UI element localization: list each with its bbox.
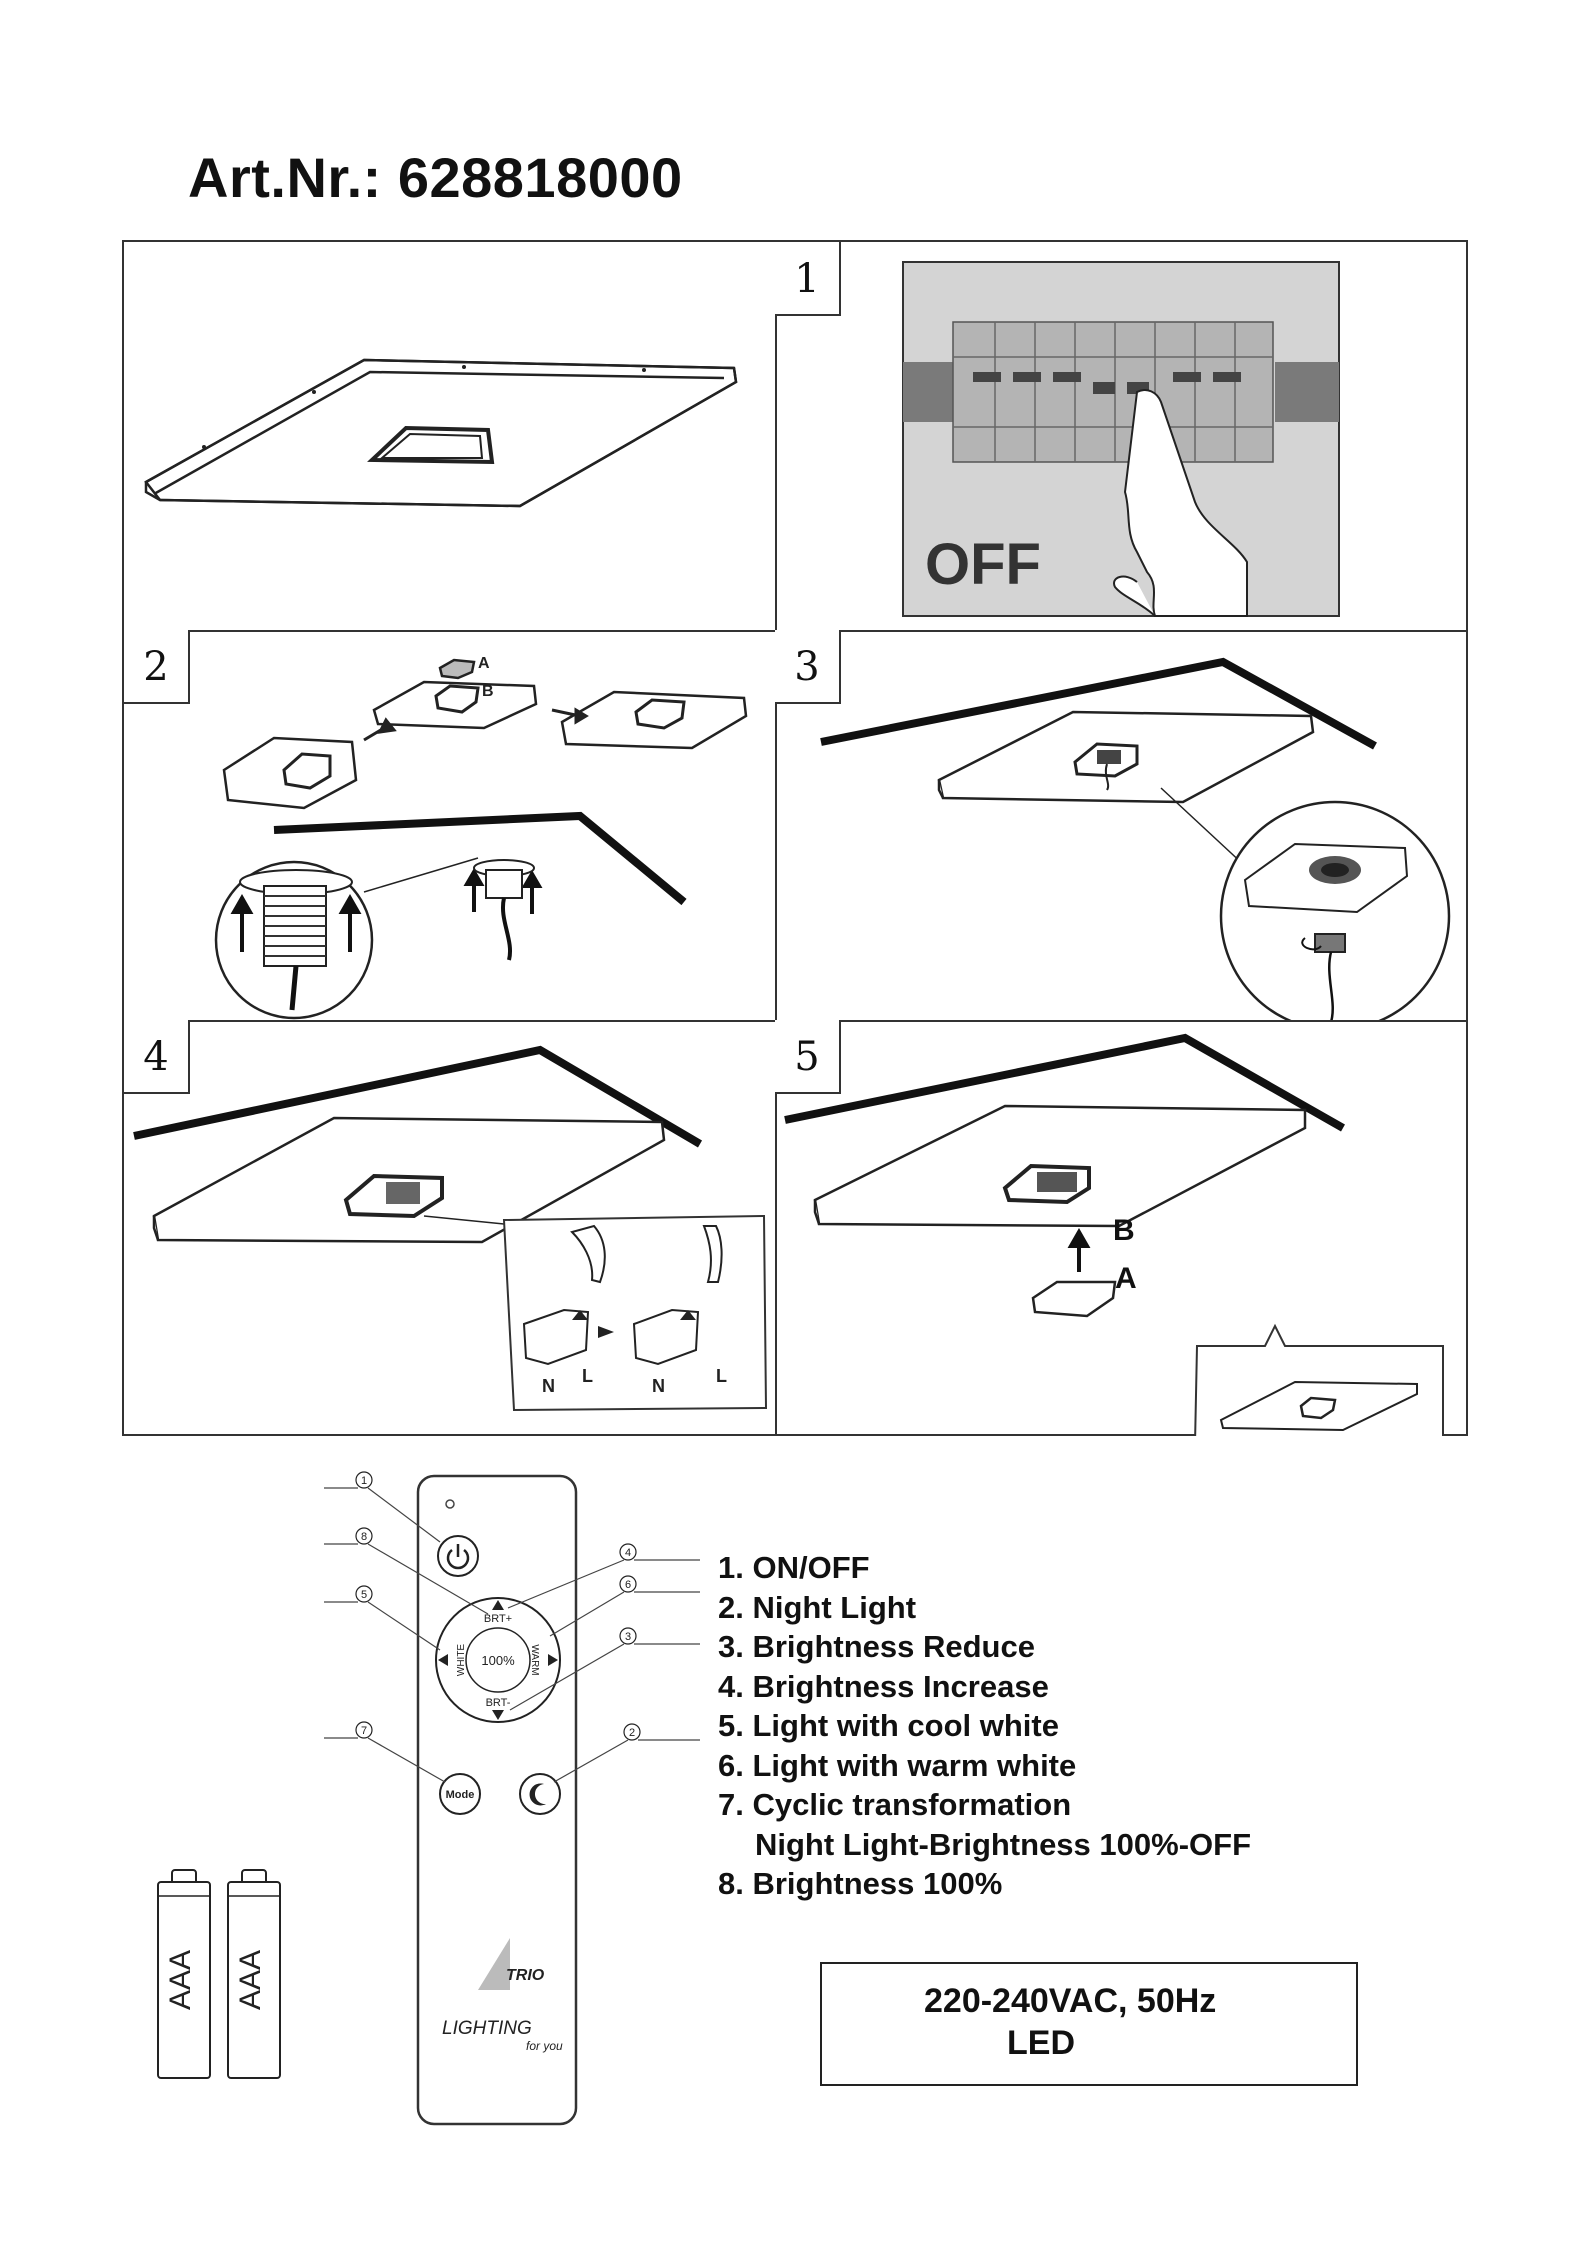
step-4-drawing: N L N L [133,1045,768,1412]
legend-item: 7. Cyclic transformation [718,1787,1072,1822]
trio-logo: TRIO LIGHTING for you [442,1938,563,2053]
legend-item: 6. Light with warm white [718,1747,1077,1783]
white-label: WHITE [456,1644,467,1677]
callout-3: 3 [625,1631,631,1643]
step-1: 1 OFF [775,242,1468,630]
step-2: 2 A B [124,630,775,1020]
step-number: 3 [775,630,841,704]
brightness-100-button[interactable]: 100% [481,1653,515,1668]
instruction-grid: 1 OFF [122,240,1468,1436]
legend-item: Night Light-Brightness 100%-OFF [755,1826,1251,1862]
legend-item: 4. Brightness Increase [718,1668,1049,1704]
indicator-led-icon [445,1499,455,1509]
cool-white-icon [438,1654,448,1666]
remote-control-diagram: BRT+ BRT- WHITE WARM 100% Mode TRIO LIGH… [324,1471,700,2126]
step-number: 5 [775,1020,841,1094]
callout-8: 8 [361,1531,367,1543]
step-3: 3 [775,630,1468,1020]
step-4: 4 N L N L [124,1020,775,1436]
article-number: Art.Nr.: 628818000 [188,146,683,209]
mode-button[interactable]: Mode [439,1773,481,1815]
brt-plus-label: BRT+ [484,1613,512,1625]
off-label: OFF [925,532,1041,597]
wire-l-right: L [716,1366,727,1386]
callout-4: 4 [625,1547,631,1559]
mode-label: Mode [446,1789,475,1801]
step-5-drawing: B A [784,1033,1444,1436]
batteries: AAA AAA [157,1869,281,2079]
callout-7: 7 [361,1725,367,1737]
step-3-drawing [820,657,1451,1020]
battery-icon: AAA [227,1869,281,2079]
legend-item: 2. Night Light [718,1589,917,1625]
button-legend: 1. ON/OFF 2. Night Light 3. Brightness R… [718,1548,1251,1904]
callout-b: B [482,683,494,700]
callout-a: A [478,655,490,672]
battery-icon: AAA [157,1869,211,2079]
legend-item: 1. ON/OFF [718,1550,870,1585]
battery-label: AAA [164,1950,197,2010]
power-button[interactable] [437,1535,479,1577]
callout-1: 1 [361,1475,367,1487]
step-number: 2 [124,630,190,704]
product-overview [124,242,775,630]
night-light-button[interactable] [519,1773,561,1815]
breaker-switch-drawing: OFF [902,261,1340,617]
legend-item: 3. Brightness Reduce [718,1629,1035,1664]
step-2-drawing: A B [214,655,748,1020]
power-icon [446,1549,470,1570]
warm-label: WARM [529,1644,540,1675]
legend-item: 8. Brightness 100% [718,1866,1003,1901]
svg-text:for you: for you [526,2039,563,2053]
wire-n-left: N [542,1376,555,1396]
ceiling-panel-drawing [144,358,738,508]
lamp-type: LED [1007,2024,1075,2062]
voltage-spec: 220-240VAC, 50Hz [924,1982,1217,2020]
brightness-down-icon [492,1710,504,1720]
svg-text:LIGHTING: LIGHTING [442,2018,532,2039]
battery-label: AAA [234,1950,267,2010]
callout-2: 2 [629,1727,635,1739]
callout-b: B [1113,1214,1135,1247]
step-5: 5 B A [775,1020,1468,1436]
callout-5: 5 [361,1589,367,1601]
legend-item: 5. Light with cool white [718,1708,1059,1743]
control-ring[interactable]: BRT+ BRT- WHITE WARM 100% [435,1597,561,1723]
step-number: 1 [775,242,841,316]
callout-6: 6 [625,1579,631,1591]
wire-l-left: L [582,1366,593,1386]
wire-n-right: N [652,1376,665,1396]
brightness-up-icon [492,1600,504,1610]
warm-white-icon [548,1654,558,1666]
spec-box: 220-240VAC, 50Hz LED [820,1962,1358,2086]
callout-a: A [1115,1262,1137,1295]
brt-minus-label: BRT- [486,1697,511,1709]
moon-icon [529,1783,546,1806]
svg-text:TRIO: TRIO [506,1967,545,1984]
step-number: 4 [124,1020,190,1094]
